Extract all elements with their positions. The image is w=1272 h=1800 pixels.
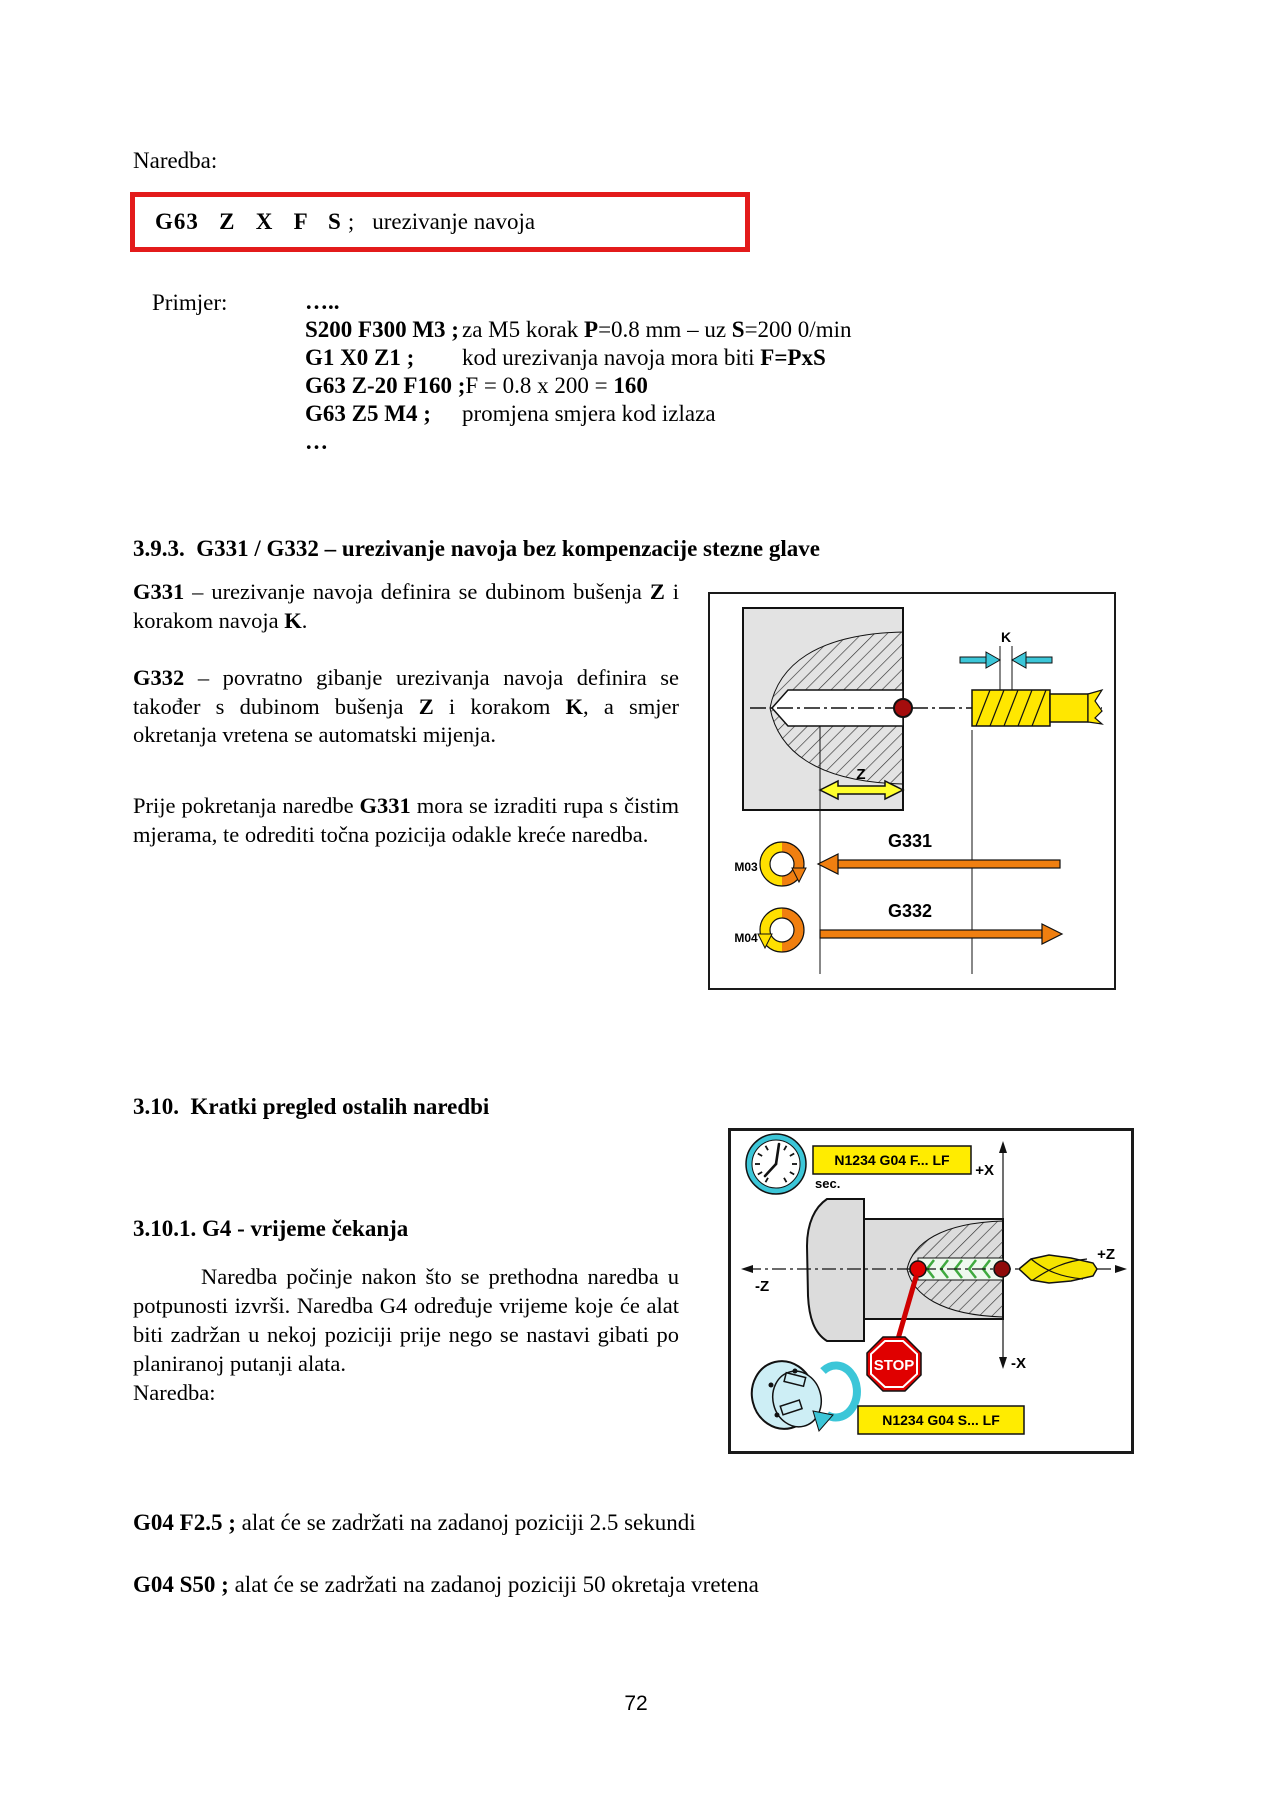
paragraph-g331-prep: Prije pokretanja naredbe G331 mora se iz… [133, 793, 679, 847]
z-depth-label: Z [856, 766, 865, 783]
g04-s-command-text: N1234 G04 S... LF [882, 1412, 1000, 1428]
thread-tapping-diagram: Z K [734, 607, 1104, 974]
example-code: G63 Z-20 F160 ; [305, 373, 466, 398]
section-heading-3101: 3.10.1. G4 - vrijeme čekanja [133, 1216, 409, 1241]
g04-s-line: G04 S50 ; alat će se zadržati na zadanoj… [133, 1572, 759, 1597]
clock-icon [745, 1133, 807, 1195]
example-code: G1 X0 Z1 ; [305, 345, 415, 370]
example-comment: promjena smjera kod izlaza [462, 401, 716, 426]
example-code: G63 Z5 M4 ; [305, 401, 431, 426]
stop-sign: STOP [866, 1336, 922, 1392]
k-pitch-arrows [959, 646, 1053, 690]
stop-label: STOP [874, 1357, 915, 1374]
origin-dot [993, 1260, 1011, 1278]
plus-z-arrowhead [1115, 1265, 1127, 1273]
g4-text-block: Naredba počinje nakon što se prethodna n… [133, 1262, 679, 1407]
section-heading-310: 3.10. Kratki pregled ostalih naredbi [133, 1094, 490, 1119]
k-pitch-label: K [1001, 629, 1011, 645]
g04-f-command-box: N1234 G04 F... LF [812, 1145, 972, 1175]
dwell-position-dot [909, 1260, 927, 1278]
section-heading-393: 3.9.3. G331 / G332 – urezivanje navoja b… [133, 536, 820, 561]
g04-f-line: G04 F2.5 ; alat će se zadržati na zadano… [133, 1510, 696, 1535]
g331-label: G331 [888, 831, 932, 851]
m03-rotation-icon [759, 841, 807, 887]
paragraph-g4: Naredba počinje nakon što se prethodna n… [133, 1264, 679, 1376]
minus-x-label: -X [1011, 1355, 1026, 1372]
example-comment: za M5 korak P=0.8 mm – uz S=200 0/min [462, 317, 852, 342]
stop-pointer-line [895, 1274, 919, 1342]
plus-x-arrowhead [999, 1141, 1007, 1153]
g04-s-command-box: N1234 G04 S... LF [857, 1405, 1025, 1435]
paragraph-g331: G331 – urezivanje navoja definira se dub… [133, 579, 679, 633]
diagram-g4-dwell: +X -X -Z +Z STOP [728, 1128, 1134, 1454]
plus-z-label: +Z [1097, 1246, 1115, 1263]
diagram-g331-g332: Z K [708, 592, 1116, 990]
command-separator: ; [347, 209, 355, 234]
minus-z-label: -Z [755, 1278, 769, 1295]
minus-x-arrowhead [999, 1357, 1007, 1369]
example-row: G63 Z5 M4 ; promjena smjera kod izlaza [305, 400, 851, 428]
minus-z-arrowhead [741, 1265, 753, 1273]
command-description: urezivanje navoja [372, 209, 536, 234]
command-intro-label: Naredba: [133, 148, 218, 173]
dwell-time-diagram: +X -X -Z +Z STOP [741, 1133, 1127, 1435]
example-comment: F = 0.8 x 200 = 160 [465, 373, 648, 398]
example-row: … [305, 428, 851, 456]
g04-f-command-text: N1234 G04 F... LF [834, 1152, 950, 1168]
tap-tool [971, 688, 1104, 727]
m03-label: M03 [734, 860, 758, 874]
example-row: ….. [305, 288, 851, 316]
example-comment: kod urezivanja navoja mora biti F=PxS [462, 345, 826, 370]
g332-label: G332 [888, 901, 932, 921]
chuck-side-block [805, 1198, 865, 1342]
g331-arrow [816, 853, 1061, 875]
spindle-chuck-icon [750, 1360, 861, 1433]
command-code: G63 Z X F S [155, 209, 342, 234]
z-depth-arrow [818, 779, 905, 801]
g4-naredba-label: Naredba: [133, 1380, 216, 1405]
g332-arrow [819, 923, 1064, 945]
command-box: G63 Z X F S ; urezivanje navoja [130, 192, 750, 252]
paragraph-g332: G332 – povratno gibanje urezivanja navoj… [133, 665, 679, 747]
m04-rotation-icon [757, 907, 805, 953]
example-row: G63 Z-20 F160 ;F = 0.8 x 200 = 160 [305, 372, 851, 400]
example-label: Primjer: [152, 290, 228, 315]
example-code: … [305, 429, 328, 454]
m04-label: M04 [734, 931, 758, 945]
plus-x-label: +X [975, 1162, 994, 1179]
seconds-label: sec. [815, 1176, 840, 1191]
example-row: S200 F300 M3 ;za M5 korak P=0.8 mm – uz … [305, 316, 851, 344]
page-number: 72 [624, 1692, 648, 1715]
example-code-block: …..S200 F300 M3 ;za M5 korak P=0.8 mm – … [305, 288, 851, 456]
example-row: G1 X0 Z1 ; kod urezivanja navoja mora bit… [305, 344, 851, 372]
example-code: ….. [305, 289, 340, 314]
drill-tool [1017, 1254, 1098, 1284]
example-code: S200 F300 M3 ; [305, 317, 459, 342]
start-position-dot [893, 698, 913, 718]
